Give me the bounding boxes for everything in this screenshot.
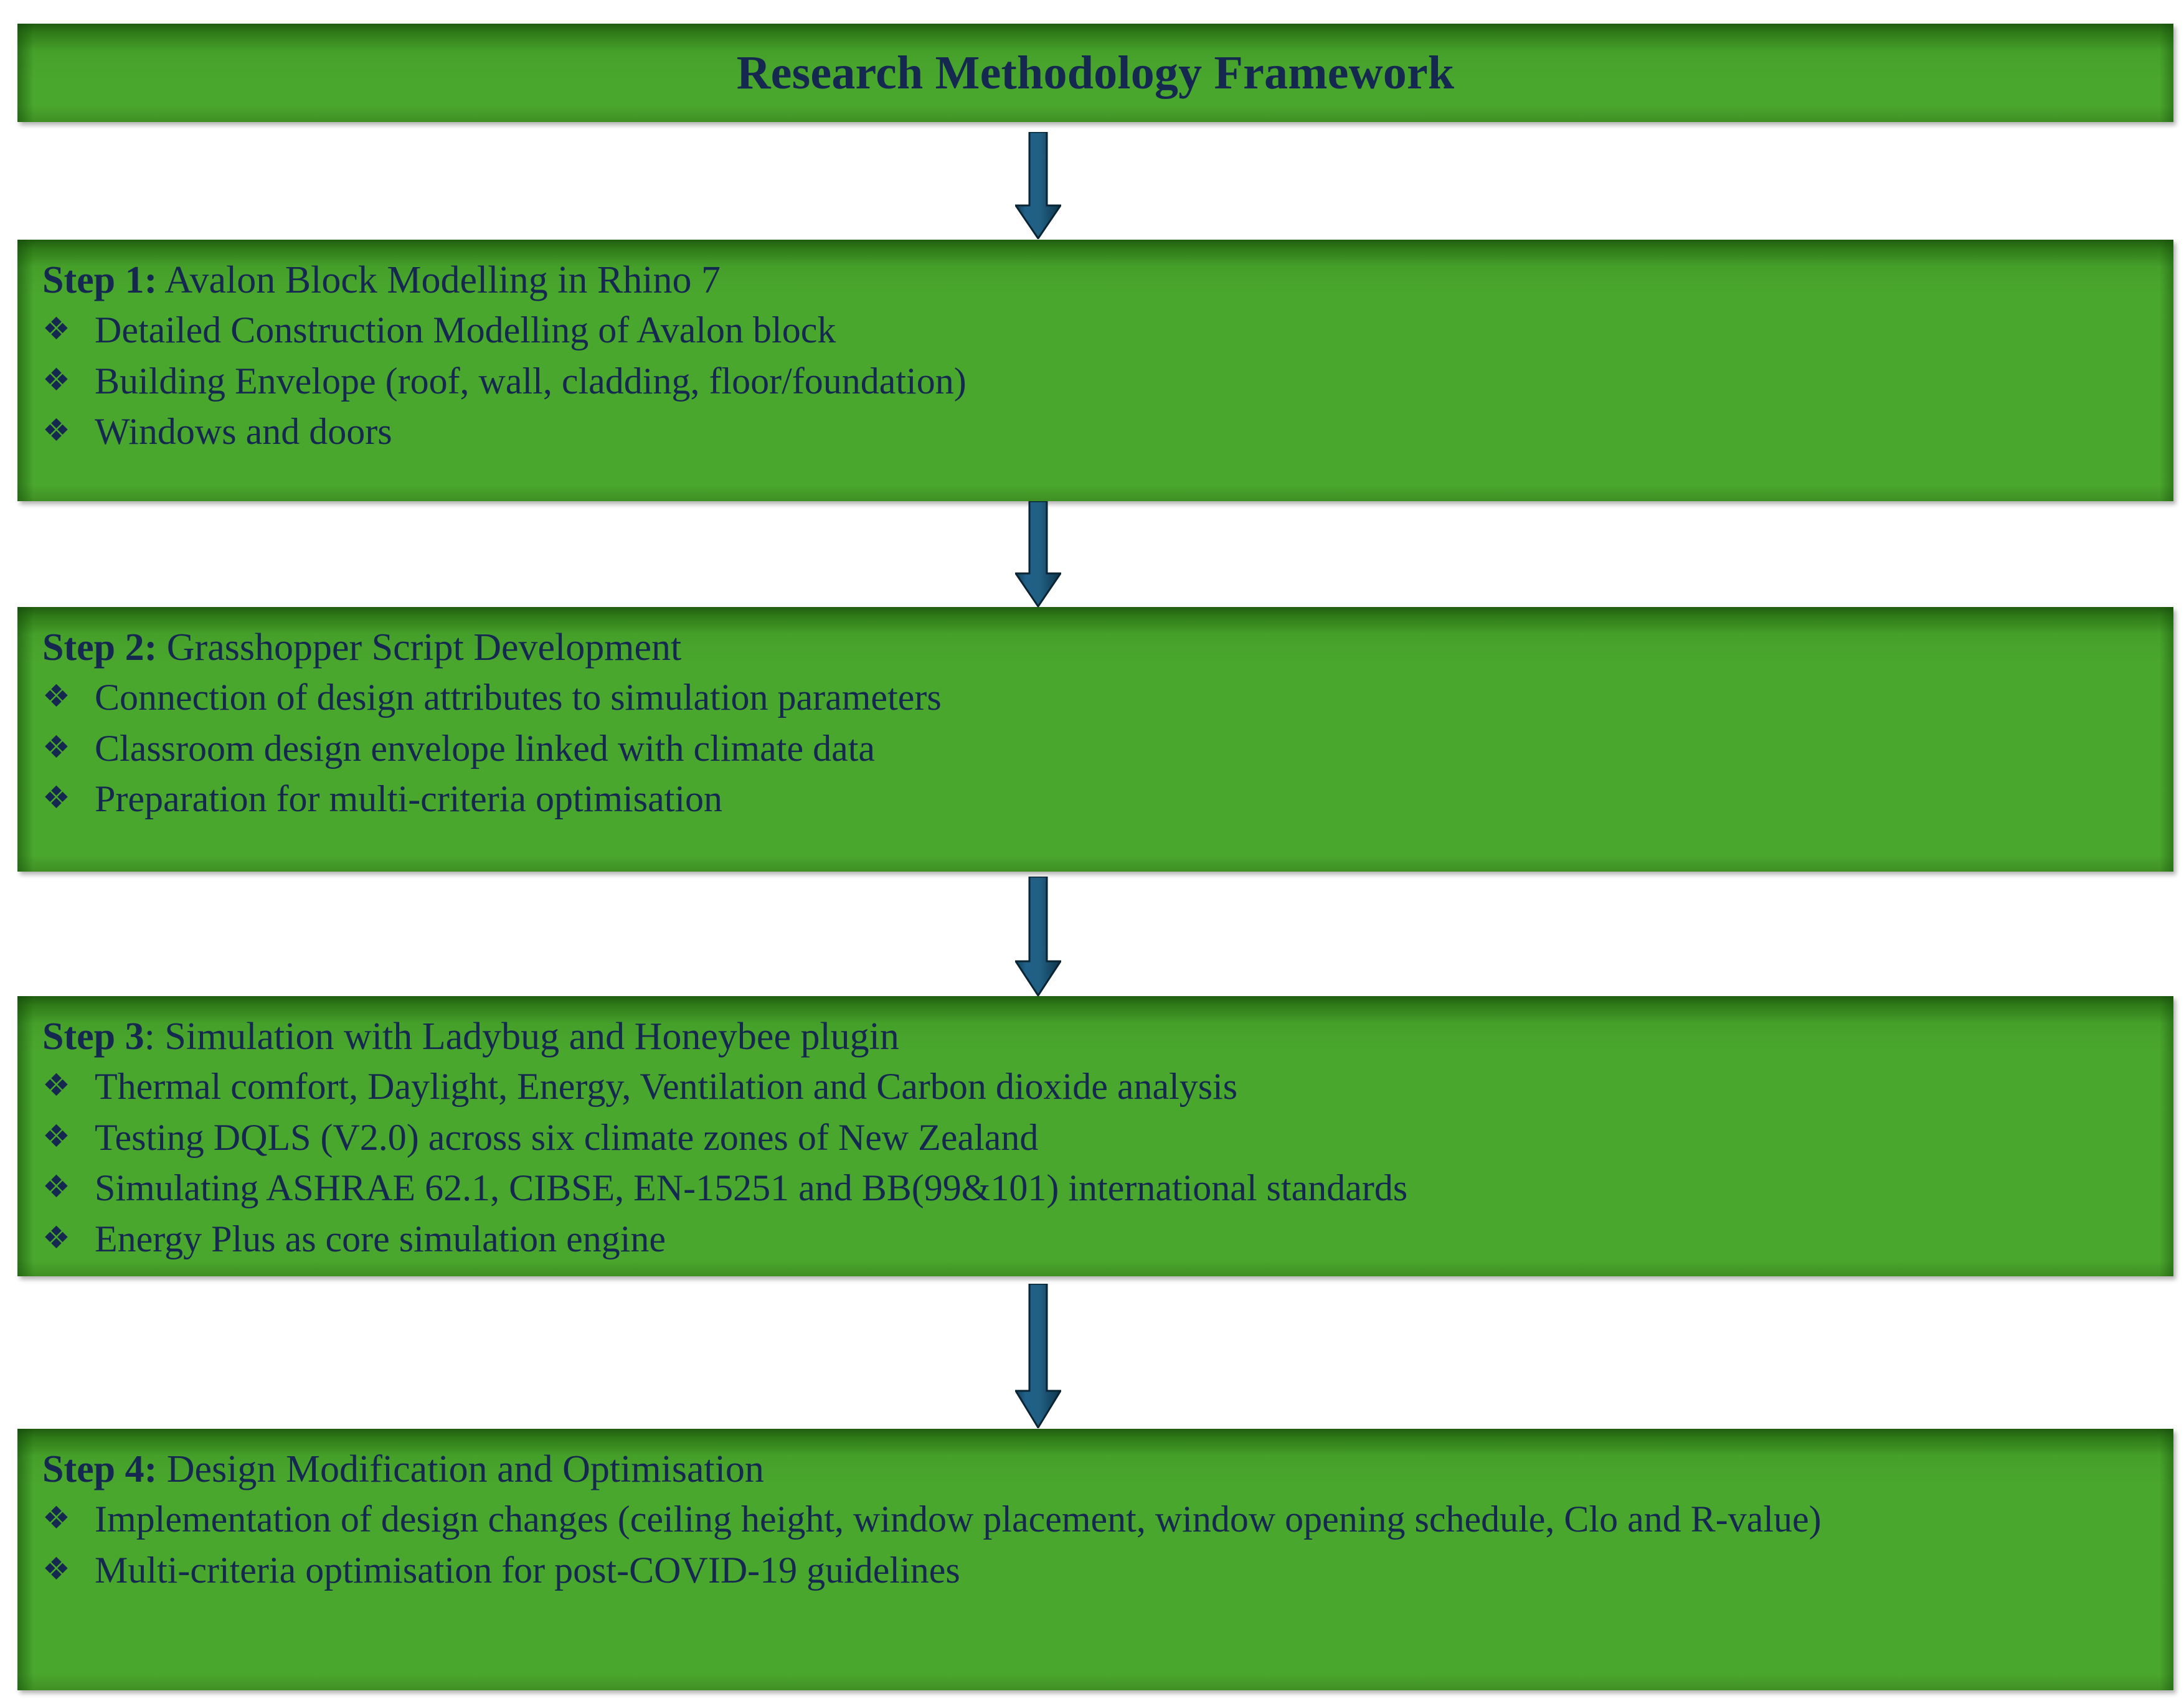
framework-header-box: Research Methodology Framework [17,24,2173,122]
list-item: ❖ Classroom design envelope linked with … [42,725,2149,773]
list-item: ❖ Testing DQLS (V2.0) across six climate… [42,1114,2149,1162]
list-item-text: Energy Plus as core simulation engine [95,1218,666,1259]
step-label-4: Step 4: [42,1448,158,1490]
list-item-text: Detailed Construction Modelling of Avalo… [95,309,836,351]
step-heading-3: Step 3: Simulation with Ladybug and Hone… [42,1015,2149,1060]
step-label-2: Step 2: [42,626,158,669]
step-title-1: Avalon Block Modelling in Rhino 7 [157,259,721,301]
diamond-bullet-icon: ❖ [42,412,70,449]
step-label-1: Step 1: [42,259,158,301]
list-item: ❖ Detailed Construction Modelling of Ava… [42,307,2149,354]
list-item: ❖ Windows and doors [42,408,2149,456]
list-item: ❖ Connection of design attributes to sim… [42,674,2149,722]
step-box-3: Step 3: Simulation with Ladybug and Hone… [17,996,2173,1276]
down-arrow-icon [1015,877,1061,996]
list-item-text: Implementation of design changes (ceilin… [95,1498,1822,1540]
diamond-bullet-icon: ❖ [42,310,70,347]
diamond-bullet-icon: ❖ [42,1499,70,1536]
list-item: ❖ Thermal comfort, Daylight, Energy, Ven… [42,1063,2149,1111]
list-item-text: Thermal comfort, Daylight, Energy, Venti… [95,1065,1238,1107]
list-item-text: Simulating ASHRAE 62.1, CIBSE, EN-15251 … [95,1167,1408,1209]
diamond-bullet-icon: ❖ [42,1219,70,1256]
step-box-4: Step 4: Design Modification and Optimisa… [17,1429,2173,1690]
list-item: ❖ Building Envelope (roof, wall, claddin… [42,358,2149,405]
down-arrow-icon [1015,1284,1061,1428]
list-item: ❖ Implementation of design changes (ceil… [42,1496,2149,1543]
diamond-bullet-icon: ❖ [42,361,70,398]
step-box-2: Step 2: Grasshopper Script Development ❖… [17,607,2173,872]
list-item-text: Windows and doors [95,411,392,453]
page-title: Research Methodology Framework [736,47,1455,99]
step-title-3: : Simulation with Ladybug and Honeybee p… [144,1015,899,1058]
list-item-text: Building Envelope (roof, wall, cladding,… [95,360,967,402]
down-arrow-icon [1015,132,1061,239]
list-item-text: Connection of design attributes to simul… [95,676,942,718]
list-item-text: Classroom design envelope linked with cl… [95,727,876,769]
step-bullet-list-2: ❖ Connection of design attributes to sim… [42,674,2149,823]
list-item: ❖ Multi-criteria optimisation for post-C… [42,1547,2149,1594]
diamond-bullet-icon: ❖ [42,728,70,765]
list-item: ❖ Energy Plus as core simulation engine [42,1216,2149,1263]
step-box-1: Step 1: Avalon Block Modelling in Rhino … [17,240,2173,501]
list-item: ❖ Preparation for multi-criteria optimis… [42,776,2149,823]
step-heading-2: Step 2: Grasshopper Script Development [42,626,2149,671]
step-heading-4: Step 4: Design Modification and Optimisa… [42,1447,2149,1492]
diamond-bullet-icon: ❖ [42,1066,70,1103]
down-arrow-icon [1015,501,1061,607]
diamond-bullet-icon: ❖ [42,779,70,816]
diamond-bullet-icon: ❖ [42,1118,70,1154]
step-bullet-list-1: ❖ Detailed Construction Modelling of Ava… [42,307,2149,456]
list-item-text: Testing DQLS (V2.0) across six climate z… [95,1116,1039,1158]
step-bullet-list-4: ❖ Implementation of design changes (ceil… [42,1496,2149,1594]
diamond-bullet-icon: ❖ [42,1169,70,1205]
diamond-bullet-icon: ❖ [42,1550,70,1587]
list-item-text: Preparation for multi-criteria optimisat… [95,778,723,820]
list-item-text: Multi-criteria optimisation for post-COV… [95,1549,960,1591]
step-title-4: Design Modification and Optimisation [157,1448,764,1490]
diamond-bullet-icon: ❖ [42,677,70,714]
step-bullet-list-3: ❖ Thermal comfort, Daylight, Energy, Ven… [42,1063,2149,1263]
list-item: ❖ Simulating ASHRAE 62.1, CIBSE, EN-1525… [42,1165,2149,1212]
step-heading-1: Step 1: Avalon Block Modelling in Rhino … [42,258,2149,303]
step-title-2: Grasshopper Script Development [157,626,682,669]
step-label-3: Step 3 [42,1015,144,1058]
